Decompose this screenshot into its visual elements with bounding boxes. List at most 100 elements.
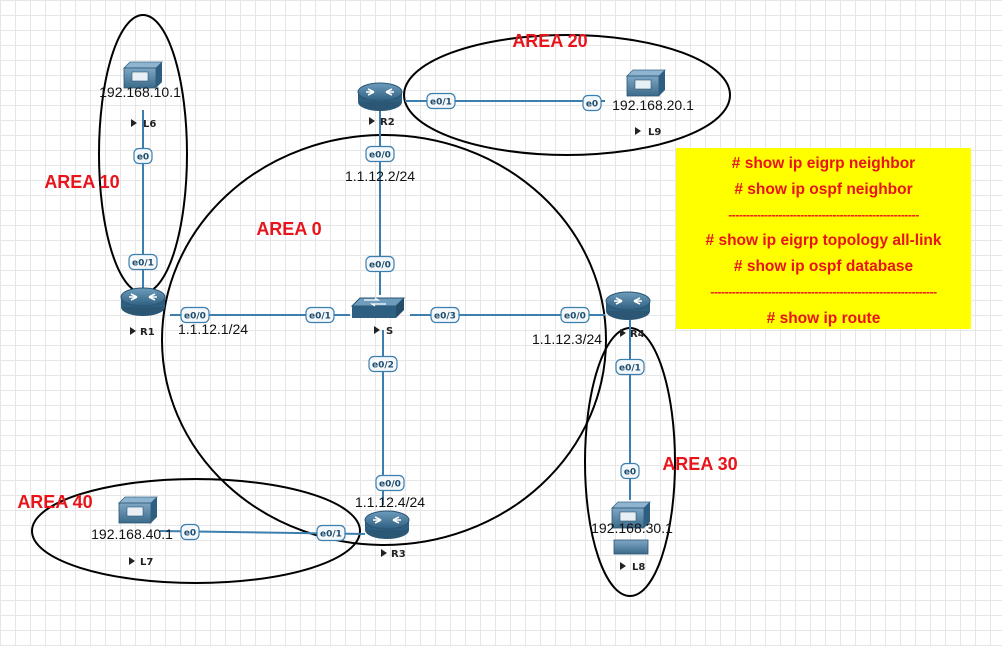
command-line: # show ip ospf neighbor — [734, 180, 913, 198]
device-name: L9 — [648, 127, 661, 138]
router-icon — [605, 291, 651, 321]
interface-tag-s-e0-1: e0/1 — [305, 306, 335, 324]
interface-tag-r3-e0-1: e0/1 — [316, 524, 346, 542]
ip-r4: 1.1.12.3/24 — [532, 331, 602, 347]
interface-tag-l7-e0: e0 — [180, 523, 200, 541]
device-name: S — [386, 326, 393, 337]
interface-tag-label: e0/1 — [619, 363, 641, 373]
ip-l6: 192.168.10.1 — [99, 84, 181, 100]
router-r1[interactable]: R1 — [120, 287, 166, 338]
ip-l9: 192.168.20.1 — [612, 97, 694, 113]
play-icon — [620, 329, 626, 337]
switch-s[interactable]: S — [351, 297, 405, 337]
play-icon — [381, 549, 387, 557]
area-0-boundary — [161, 134, 607, 546]
interface-tag-box — [365, 145, 395, 163]
router-icon — [357, 82, 403, 112]
router-icon — [120, 287, 166, 317]
interface-tag-label: e0 — [137, 152, 149, 162]
play-icon — [635, 127, 641, 135]
host-l9[interactable]: L9 — [626, 69, 666, 138]
interface-tag-box — [582, 94, 602, 112]
command-note: # show ip eigrp neighbor # show ip ospf … — [676, 148, 971, 329]
play-icon — [374, 326, 380, 334]
device-name: L7 — [140, 557, 153, 568]
interface-tag-r4-e0-0: e0/0 — [560, 306, 590, 324]
server-icon — [626, 69, 666, 97]
interface-tag-r1-e0-1: e0/1 — [128, 253, 158, 271]
device-name: R2 — [380, 117, 395, 128]
interface-tag-label: e0/3 — [434, 311, 456, 321]
play-icon — [131, 119, 137, 127]
ip-l8: 192.168.30.1 — [591, 520, 673, 536]
interface-tag-label: e0/0 — [379, 479, 401, 489]
interface-tag-label: e0/0 — [184, 311, 206, 321]
play-icon — [620, 562, 626, 570]
interface-tag-s-e0-0: e0/0 — [365, 255, 395, 273]
interface-tag-box — [375, 474, 405, 492]
interface-tags: e0/0 e0/1 e0 e0/0 e0/1 e0 e0/0 e0/1 e0/2 e0/3 e0/0… — [128, 92, 645, 542]
interface-tag-label: e0 — [184, 528, 196, 538]
area-30-label: AREA 30 — [662, 454, 737, 474]
interface-tag-s-e0-3: e0/3 — [430, 306, 460, 324]
device-name: R4 — [630, 329, 645, 340]
interface-tag-box — [133, 147, 153, 165]
device-name: R1 — [140, 327, 155, 338]
area-40-label: AREA 40 — [17, 492, 92, 512]
interface-tag-label: e0/0 — [369, 150, 391, 160]
play-icon — [129, 557, 135, 565]
interface-tag-r4-e0-1: e0/1 — [615, 358, 645, 376]
area-40-boundary — [31, 478, 361, 584]
separator: ----------------------------------------… — [728, 207, 919, 222]
interface-tag-label: e0/1 — [132, 258, 154, 268]
interface-tag-label: e0/1 — [430, 97, 452, 107]
server-icon — [118, 496, 158, 524]
command-line: # show ip eigrp topology all-link — [705, 232, 942, 250]
server-base — [613, 539, 649, 555]
ip-r1: 1.1.12.1/24 — [178, 321, 248, 337]
interface-tag-l9-e0: e0 — [582, 94, 602, 112]
interface-tag-label: e0/0 — [564, 311, 586, 321]
command-line: # show ip eigrp neighbor — [731, 155, 916, 172]
interface-tag-r2-e0-0: e0/0 — [365, 145, 395, 163]
interface-tag-s-e0-2: e0/2 — [368, 355, 398, 373]
interface-tag-label: e0 — [586, 99, 598, 109]
play-icon — [130, 327, 136, 335]
interface-tag-l8-e0: e0 — [620, 462, 640, 480]
router-icon — [364, 510, 410, 540]
interface-tag-box — [128, 253, 158, 271]
ip-l7: 192.168.40.1 — [91, 526, 173, 542]
interface-tag-box — [180, 523, 200, 541]
host-l6[interactable]: L6 — [123, 61, 163, 130]
router-r3[interactable]: R3 — [364, 510, 410, 560]
router-r2[interactable]: R2 — [357, 82, 403, 128]
switch-icon — [351, 297, 405, 319]
device-name: R3 — [391, 549, 406, 560]
device-name: L6 — [143, 119, 156, 130]
interface-tag-label: e0/1 — [309, 311, 331, 321]
interface-tag-r2-e0-1: e0/1 — [426, 92, 456, 110]
interface-tag-label: e0 — [624, 467, 636, 477]
interface-tag-label: e0/0 — [369, 260, 391, 270]
interface-tag-box — [305, 306, 335, 324]
device-name: L8 — [632, 562, 645, 573]
interface-tag-box — [430, 306, 460, 324]
ip-r3: 1.1.12.4/24 — [355, 494, 425, 510]
interface-tag-box — [560, 306, 590, 324]
host-l7[interactable]: L7 — [118, 496, 158, 568]
area-0-label: AREA 0 — [256, 219, 321, 239]
interface-tag-l6-e0: e0 — [133, 147, 153, 165]
interface-tag-label: e0/1 — [320, 529, 342, 539]
interface-tag-box — [620, 462, 640, 480]
host-l8[interactable]: L8 — [611, 501, 651, 573]
area-20-label: AREA 20 — [512, 31, 587, 51]
interface-tag-box — [368, 355, 398, 373]
area-10-label: AREA 10 — [44, 172, 119, 192]
router-r4[interactable]: R4 — [605, 291, 651, 340]
interface-tag-box — [365, 255, 395, 273]
ip-r2: 1.1.12.2/24 — [345, 168, 415, 184]
play-icon — [369, 117, 375, 125]
interface-tag-box — [316, 524, 346, 542]
interface-tag-box — [615, 358, 645, 376]
